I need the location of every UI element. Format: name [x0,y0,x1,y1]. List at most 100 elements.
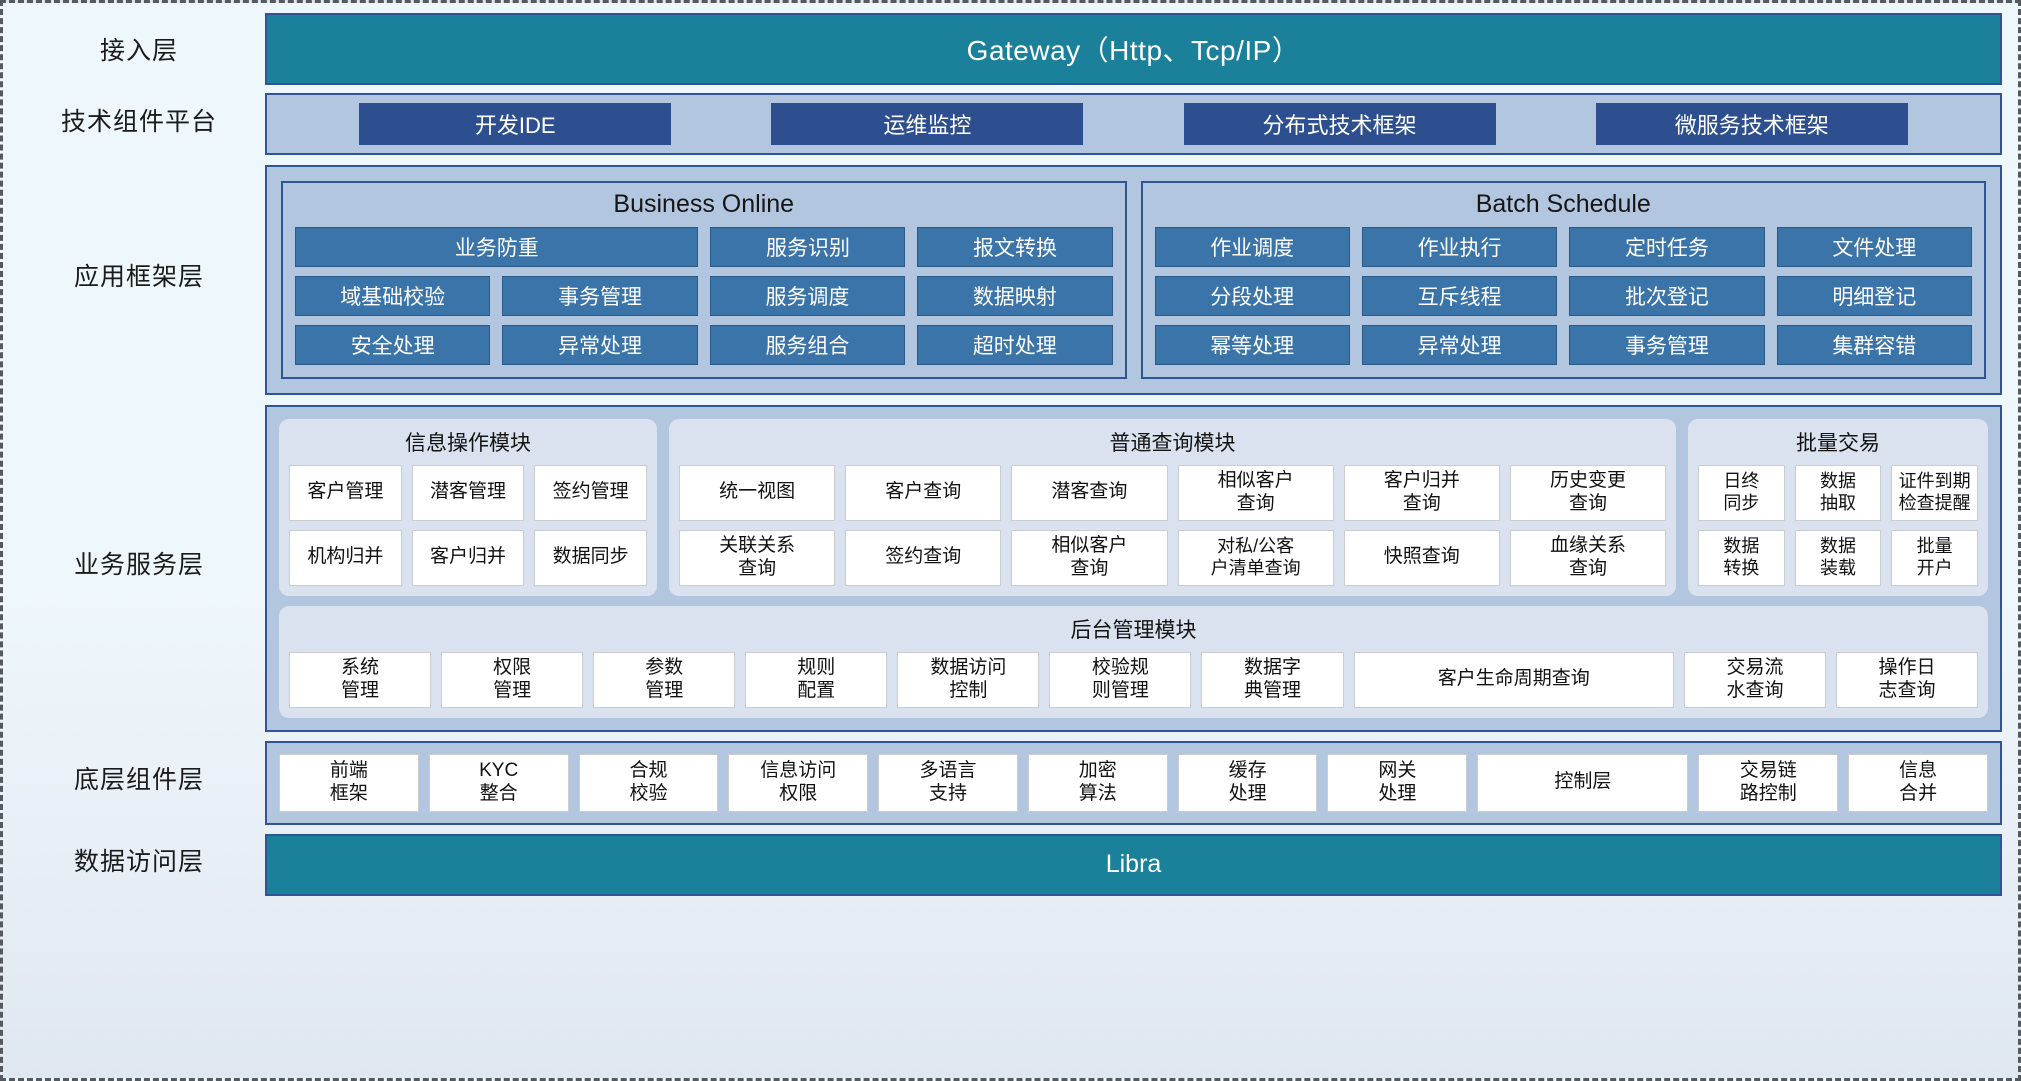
admin-data-dictionary-management[interactable]: 数据字典管理 [1201,651,1344,708]
app-chip-service-composition[interactable]: 服务组合 [709,324,906,365]
comp-cache-processing[interactable]: 缓存处理 [1177,753,1318,812]
app-chip-transaction-mgmt[interactable]: 事务管理 [502,275,698,316]
card-admin-module: 后台管理模块 系统管理 权限管理 参数管理 规则配置 数据访问控制 校验规则管理… [279,605,1988,718]
app-chip-timeout-processing[interactable]: 超时处理 [917,324,1113,365]
app-chip-service-scheduling[interactable]: 服务调度 [709,275,906,316]
svc-contract-management[interactable]: 签约管理 [534,464,648,521]
batch-chip-cluster-fault-tolerance[interactable]: 集群容错 [1776,324,1972,365]
batchtx-bulk-account-open[interactable]: 批量开户 [1891,529,1979,586]
query-history-change-query[interactable]: 历史变更查询 [1509,464,1667,521]
admin-parameter-management[interactable]: 参数管理 [593,651,736,708]
query-similar-customer-query[interactable]: 相似客户查询 [1177,464,1334,521]
batch-chip-job-execution[interactable]: 作业执行 [1361,226,1558,267]
tech-chip-distributed-framework[interactable]: 分布式技术框架 [1183,103,1496,145]
comp-compliance-validation[interactable]: 合规校验 [578,753,719,812]
layer-data-access: 数据访问层 Libra [13,825,2002,896]
batch-chip-mutex-thread[interactable]: 互斥线程 [1361,275,1558,316]
app-row: 作业调度 作业执行 定时任务 文件处理 [1154,226,1972,267]
query-similar-customer-query-2[interactable]: 相似客户查询 [1011,529,1168,586]
batch-chip-transaction-mgmt[interactable]: 事务管理 [1569,324,1765,365]
comp-multilanguage-support[interactable]: 多语言支持 [878,753,1018,812]
svc-org-merge[interactable]: 机构归并 [289,529,402,586]
admin-operation-log-query[interactable]: 操作日志查询 [1835,651,1979,708]
tech-chip-row: 开发IDE 运维监控 分布式技术框架 微服务技术框架 [265,93,2002,155]
panel-title-business-online: Business Online [613,190,795,218]
tech-chip-ide[interactable]: 开发IDE [359,103,672,145]
tech-chip-ops-monitor[interactable]: 运维监控 [771,103,1084,145]
business-service-container: 信息操作模块 客户管理 潜客管理 签约管理 机构归并 客户归并 数据同步 [265,404,2002,732]
card-title-info-operation: 信息操作模块 [405,431,531,455]
admin-rule-config[interactable]: 规则配置 [745,651,888,708]
batchtx-data-load[interactable]: 数据装载 [1794,529,1882,586]
layer-app-framework: 应用框架层 Business Online 业务防重 服务识别 报文转换 域基础… [13,155,2002,395]
batch-chip-detail-register[interactable]: 明细登记 [1776,275,1972,316]
batch-chip-job-scheduling[interactable]: 作业调度 [1154,226,1350,267]
service-row: 机构归并 客户归并 数据同步 [289,529,648,586]
card-title-batch-transaction: 批量交易 [1796,431,1880,455]
comp-transaction-chain-control[interactable]: 交易链路控制 [1698,753,1839,812]
app-chip-service-identify[interactable]: 服务识别 [710,226,906,267]
comp-encryption-algorithm[interactable]: 加密算法 [1027,753,1168,812]
admin-permission-management[interactable]: 权限管理 [441,651,584,708]
app-chip-exception-processing[interactable]: 异常处理 [502,324,698,365]
app-row: 业务防重 服务识别 报文转换 [295,226,1113,267]
batchtx-cert-expiry-reminder[interactable]: 证件到期检查提醒 [1891,464,1979,521]
svc-customer-management[interactable]: 客户管理 [289,464,402,521]
layer-label-data-access: 数据访问层 [73,848,204,876]
query-contract-query[interactable]: 签约查询 [845,529,1002,586]
layer-label-tech-platform: 技术组件平台 [60,108,217,136]
app-row: 分段处理 互斥线程 批次登记 明细登记 [1154,275,1972,316]
svc-data-sync[interactable]: 数据同步 [534,529,648,586]
comp-gateway-processing[interactable]: 网关处理 [1327,753,1468,812]
query-lineage-query[interactable]: 血缘关系查询 [1509,529,1667,586]
comp-info-merge[interactable]: 信息合并 [1848,753,1988,812]
layer-access: 接入层 Gateway（Http、Tcp/IP） [13,13,2002,85]
query-snapshot-query[interactable]: 快照查询 [1343,529,1500,586]
card-title-common-query: 普通查询模块 [1109,431,1236,455]
app-chip-security-processing[interactable]: 安全处理 [295,324,491,365]
query-customer-merge-query[interactable]: 客户归并查询 [1343,464,1500,521]
admin-system-management[interactable]: 系统管理 [289,651,432,708]
query-private-corporate-list-query[interactable]: 对私/公客户清单查询 [1177,529,1334,586]
tech-chip-microservice-framework[interactable]: 微服务技术框架 [1595,103,1908,145]
batchtx-data-transform[interactable]: 数据转换 [1698,529,1785,586]
card-title-admin-module: 后台管理模块 [1070,618,1197,642]
query-unified-view[interactable]: 统一视图 [679,464,836,521]
app-row: 安全处理 异常处理 服务组合 超时处理 [295,324,1113,365]
query-customer-query[interactable]: 客户查询 [845,464,1002,521]
app-chip-data-mapping[interactable]: 数据映射 [917,275,1113,316]
batch-chip-idempotent[interactable]: 幂等处理 [1154,324,1350,365]
comp-frontend-framework[interactable]: 前端框架 [279,753,419,812]
card-info-operation-module: 信息操作模块 客户管理 潜客管理 签约管理 机构归并 客户归并 数据同步 [279,418,657,596]
card-common-query-module: 普通查询模块 统一视图 客户查询 潜客查询 相似客户查询 客户归并查询 历史变更… [669,418,1676,596]
admin-transaction-flow-query[interactable]: 交易流水查询 [1683,651,1826,708]
admin-customer-lifecycle-query[interactable]: 客户生命周期查询 [1353,651,1674,708]
service-row: 数据转换 数据装载 批量开户 [1698,529,1979,586]
panel-batch-schedule: Batch Schedule 作业调度 作业执行 定时任务 文件处理 分段处理 … [1140,181,1986,379]
app-chip-domain-validation[interactable]: 域基础校验 [295,275,491,316]
app-chip-anti-duplication[interactable]: 业务防重 [295,226,699,267]
batch-chip-segment-processing[interactable]: 分段处理 [1154,275,1350,316]
svc-prospect-management[interactable]: 潜客管理 [411,464,525,521]
admin-validation-rule-management[interactable]: 校验规则管理 [1049,651,1192,708]
query-prospect-query[interactable]: 潜客查询 [1011,464,1168,521]
batch-chip-scheduled-task[interactable]: 定时任务 [1569,226,1765,267]
query-relationship-query[interactable]: 关联关系查询 [679,529,836,586]
batchtx-data-extract[interactable]: 数据抽取 [1794,464,1882,521]
app-row: 幂等处理 异常处理 事务管理 集群容错 [1154,324,1972,365]
batchtx-eod-sync[interactable]: 日终同步 [1698,464,1785,521]
comp-control-layer[interactable]: 控制层 [1477,753,1689,812]
app-chip-message-transform[interactable]: 报文转换 [917,226,1113,267]
svc-customer-merge[interactable]: 客户归并 [411,529,525,586]
layer-label-access: 接入层 [99,37,178,65]
service-row: 关联关系查询 签约查询 相似客户查询 对私/公客户清单查询 快照查询 血缘关系查… [679,529,1667,586]
panel-business-online: Business Online 业务防重 服务识别 报文转换 域基础校验 事务管… [281,181,1127,379]
app-framework-container: Business Online 业务防重 服务识别 报文转换 域基础校验 事务管… [265,165,2002,395]
batch-chip-batch-register[interactable]: 批次登记 [1569,275,1765,316]
batch-chip-exception-processing[interactable]: 异常处理 [1361,324,1558,365]
batch-chip-file-processing[interactable]: 文件处理 [1776,226,1972,267]
admin-data-access-control[interactable]: 数据访问控制 [897,651,1040,708]
comp-info-access-permission[interactable]: 信息访问权限 [728,753,869,812]
